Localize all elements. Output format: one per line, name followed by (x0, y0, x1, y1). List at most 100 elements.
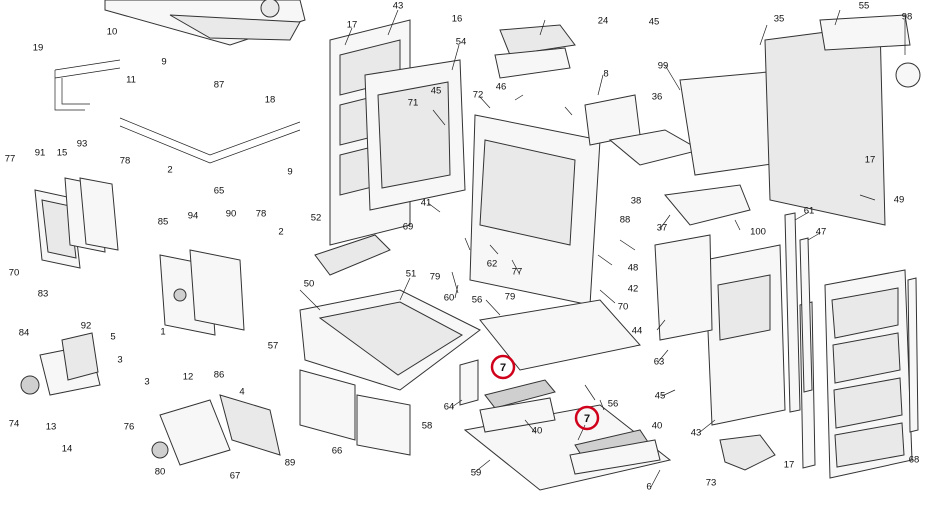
right-panel-window (717, 274, 771, 341)
callout-label: 70 (618, 302, 629, 313)
callout-label: 90 (226, 209, 237, 220)
callout-label: 17 (865, 155, 876, 166)
lower-door (159, 399, 231, 466)
callout-label: 62 (487, 259, 498, 270)
callout-label: 73 (706, 478, 717, 489)
callout-label: 17 (347, 20, 358, 31)
callout-label: 43 (691, 428, 702, 439)
callout-label: 64 (444, 402, 455, 413)
callout-label: 65 (214, 186, 225, 197)
door-knob (173, 288, 187, 302)
callout-label: 11 (126, 75, 136, 86)
callout-label: 68 (909, 455, 920, 466)
drawer-inner (318, 301, 463, 376)
callout-label: 35 (774, 14, 785, 25)
callout-label-highlighted: 7 (500, 362, 506, 374)
callout-label: 48 (628, 263, 639, 274)
callout-label: 46 (496, 82, 507, 93)
callout-label: 43 (393, 1, 404, 12)
rail-highlighted-left (484, 379, 556, 409)
callout-label: 52 (311, 213, 322, 224)
bracket-right (569, 439, 661, 475)
ash-pan (314, 234, 391, 276)
callout-label: 87 (214, 80, 225, 91)
callout-label: 80 (155, 467, 166, 478)
top-plate (819, 14, 911, 51)
cooktop-insert (169, 14, 301, 41)
callout-label: 91 (35, 148, 46, 159)
center-opening (479, 139, 576, 246)
callout-label: 49 (894, 195, 905, 206)
callout-label: 24 (598, 16, 609, 27)
callout-label: 51 (406, 269, 417, 280)
callout-label: 18 (265, 95, 276, 106)
callout-label: 72 (473, 90, 484, 101)
callout-label: 15 (57, 148, 68, 159)
callout-label: 47 (816, 227, 827, 238)
callout-label: 70 (9, 268, 20, 279)
callout-label: 85 (158, 217, 169, 228)
door-panel (79, 177, 119, 251)
callout-label: 60 (444, 293, 455, 304)
right-door-windows (831, 287, 905, 468)
callout-label: 8 (603, 69, 608, 80)
callout-label: 38 (631, 196, 642, 207)
lower-panel (219, 394, 281, 456)
callout-label: 78 (120, 156, 131, 167)
callout-label: 99 (658, 61, 669, 72)
callout-label: 3 (117, 355, 122, 366)
highlight-circle-2 (574, 405, 600, 431)
leader-lines (299, 9, 906, 488)
callout-label: 40 (652, 421, 663, 432)
base-frame (479, 299, 641, 371)
callout-label: 45 (655, 391, 666, 402)
callout-label: 9 (161, 57, 166, 68)
callout-label: 77 (512, 267, 523, 278)
callout-label: 100 (750, 227, 766, 238)
callout-label: 79 (505, 292, 516, 303)
callout-label: 69 (403, 222, 414, 233)
strip-right (907, 277, 919, 433)
callout-label: 74 (9, 419, 20, 430)
callout-label: 50 (304, 279, 315, 290)
callout-label: 55 (859, 1, 870, 12)
callout-label: 67 (230, 471, 241, 482)
callout-label: 93 (77, 139, 88, 150)
callout-label: 4 (239, 387, 244, 398)
callout-label: 54 (456, 37, 467, 48)
bracket-left (479, 397, 556, 433)
callout-label: 6 (646, 482, 651, 493)
flue-ring (895, 62, 921, 88)
handle-73 (719, 434, 776, 471)
vent-dial (20, 375, 40, 395)
callout-label: 36 (652, 92, 663, 103)
oven-window (377, 81, 451, 189)
callout-label: 57 (268, 341, 279, 352)
insulation-panel (654, 234, 713, 341)
strip-47 (799, 237, 813, 393)
callout-label-highlighted: 7 (584, 413, 590, 425)
callout-label: 13 (46, 422, 57, 433)
lower-dial (151, 441, 169, 459)
callout-label: 94 (188, 211, 199, 222)
callout-label: 66 (332, 446, 343, 457)
highlight-circle-1 (490, 354, 516, 380)
callout-label: 77 (5, 154, 16, 165)
callout-label: 40 (532, 426, 543, 437)
strip-61 (784, 212, 801, 413)
part-shapes (20, 0, 921, 491)
callout-label: 2 (167, 165, 172, 176)
callout-label: 3 (144, 377, 149, 388)
callout-label: 5 (110, 332, 115, 343)
small-panel (459, 359, 479, 406)
callout-label: 84 (19, 328, 30, 339)
firebox-gasket (189, 249, 245, 331)
callout-label: 1 (160, 327, 165, 338)
top-tray (494, 47, 571, 79)
callout-label: 63 (654, 357, 665, 368)
callout-label: 88 (620, 215, 631, 226)
callout-label: 56 (472, 295, 483, 306)
drawer-front-right (356, 394, 411, 456)
